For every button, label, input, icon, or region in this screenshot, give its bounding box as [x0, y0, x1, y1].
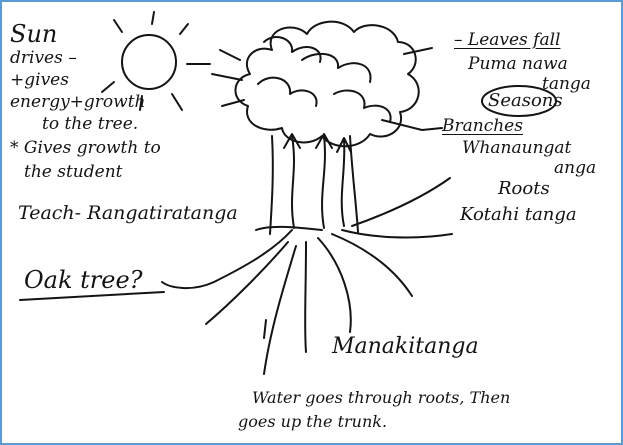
branch-line	[212, 74, 242, 80]
up-arrow	[292, 136, 294, 228]
sun-circle	[122, 35, 176, 89]
canopy-scribble	[334, 90, 391, 122]
up-arrow	[322, 136, 325, 228]
seasons-label: Seasons	[488, 92, 563, 110]
student-note-line: * Gives growth to	[10, 140, 161, 157]
teach-label: Teach- Rangatiratanga	[18, 204, 238, 223]
oak-tree-label: Oak tree?	[24, 268, 143, 292]
roots-maori-label: Kotahi tanga	[460, 206, 577, 224]
sun-note-line: drives –	[10, 50, 77, 67]
root	[264, 246, 296, 374]
sun-note-line: energy+growth	[10, 94, 146, 111]
canopy-scribble	[258, 78, 317, 106]
root	[206, 242, 288, 324]
water-note-line: goes up the trunk.	[238, 414, 387, 430]
sun-ray	[102, 82, 114, 92]
leaves-pointer	[404, 48, 432, 54]
trunk-left	[270, 136, 273, 234]
sun-ray	[152, 12, 154, 24]
sun-note-line: to the tree.	[42, 116, 138, 133]
branches-maori-line: Whanaungat	[462, 140, 571, 157]
up-arrow	[342, 140, 345, 226]
sun-ray	[172, 94, 182, 110]
ground-line	[256, 227, 322, 230]
branch-line	[220, 50, 240, 60]
leaves-maori-line: Puma nawa	[468, 56, 568, 73]
water-note-line: Water goes through roots, Then	[252, 390, 510, 406]
sun-note-line: +gives	[10, 72, 69, 89]
tree-canopy	[235, 22, 418, 147]
sun-label: Sun	[10, 22, 57, 46]
branches-label: Branches	[442, 118, 523, 135]
roots-pointer	[352, 178, 450, 226]
root	[332, 234, 412, 296]
branches-pointer	[382, 120, 442, 130]
roots-label: Roots	[498, 180, 550, 198]
leaves-label: – Leaves fall	[454, 32, 560, 49]
manakitanga-label: Manakitanga	[332, 336, 479, 358]
canopy-scribble	[302, 54, 371, 82]
sun-ray	[114, 20, 122, 32]
sun-ray	[180, 24, 188, 34]
root-tick	[264, 320, 266, 338]
root	[305, 242, 306, 352]
root	[318, 238, 351, 332]
branches-maori-line: anga	[554, 160, 596, 177]
student-note-line: the student	[24, 164, 122, 181]
